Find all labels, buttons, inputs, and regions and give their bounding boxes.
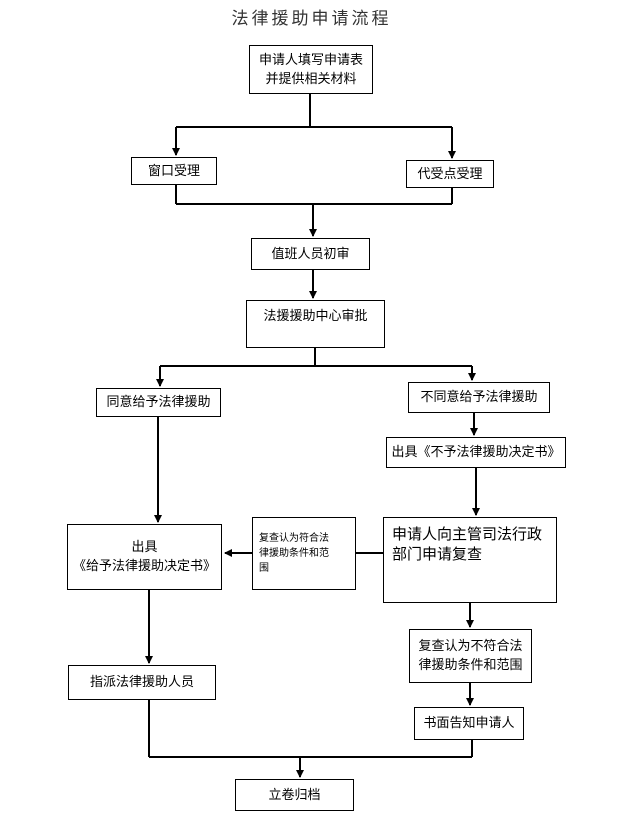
node-notify: 书面告知申请人 [414, 707, 524, 740]
node-agent-label: 代受点受理 [417, 166, 483, 182]
node-issue-no-label: 出具《不予法律援助决定书》 [391, 445, 561, 460]
node-assign: 指派法律援助人员 [68, 665, 216, 700]
node-issue-yes: 出具 《给予法律援助决定书》 [67, 524, 222, 590]
node-duty-review-label: 值班人员初审 [271, 246, 350, 262]
page-title: 法律援助申请流程 [231, 9, 392, 29]
node-disagree-label: 不同意给予法律援助 [420, 390, 538, 405]
node-archive-label: 立卷归档 [268, 787, 321, 803]
node-window: 窗口受理 [131, 157, 217, 185]
node-duty-review: 值班人员初审 [251, 238, 370, 270]
node-archive: 立卷归档 [235, 779, 354, 811]
node-notify-label: 书面告知申请人 [423, 716, 515, 731]
node-issue-yes-label: 出具 《给予法律援助决定书》 [72, 540, 216, 574]
node-agent: 代受点受理 [406, 160, 494, 188]
node-agree: 同意给予法律援助 [96, 388, 221, 417]
node-apply-review: 申请人向主管司法行政 部门申请复查 [383, 517, 557, 603]
node-review-not-meet-label: 复查认为不符合法 律援助条件和范围 [418, 639, 523, 673]
node-review-meet-label: 复查认为符合法 律援助条件和范 围 [259, 533, 329, 574]
node-apply: 申请人填写申请表 并提供相关材料 [249, 45, 373, 94]
node-apply-label: 申请人填写申请表 并提供相关材料 [258, 52, 363, 87]
node-review-meet: 复查认为符合法 律援助条件和范 围 [252, 517, 356, 590]
node-center-approve-label: 法援援助中心审批 [263, 309, 368, 324]
node-assign-label: 指派法律援助人员 [89, 675, 194, 690]
node-agree-label: 同意给予法律援助 [106, 395, 211, 410]
node-apply-review-label: 申请人向主管司法行政 部门申请复查 [392, 525, 543, 563]
node-review-not-meet: 复查认为不符合法 律援助条件和范围 [409, 629, 532, 683]
node-disagree: 不同意给予法律援助 [408, 382, 550, 413]
node-window-label: 窗口受理 [147, 163, 200, 179]
node-center-approve: 法援援助中心审批 [246, 300, 385, 348]
node-issue-no: 出具《不予法律援助决定书》 [386, 437, 566, 468]
